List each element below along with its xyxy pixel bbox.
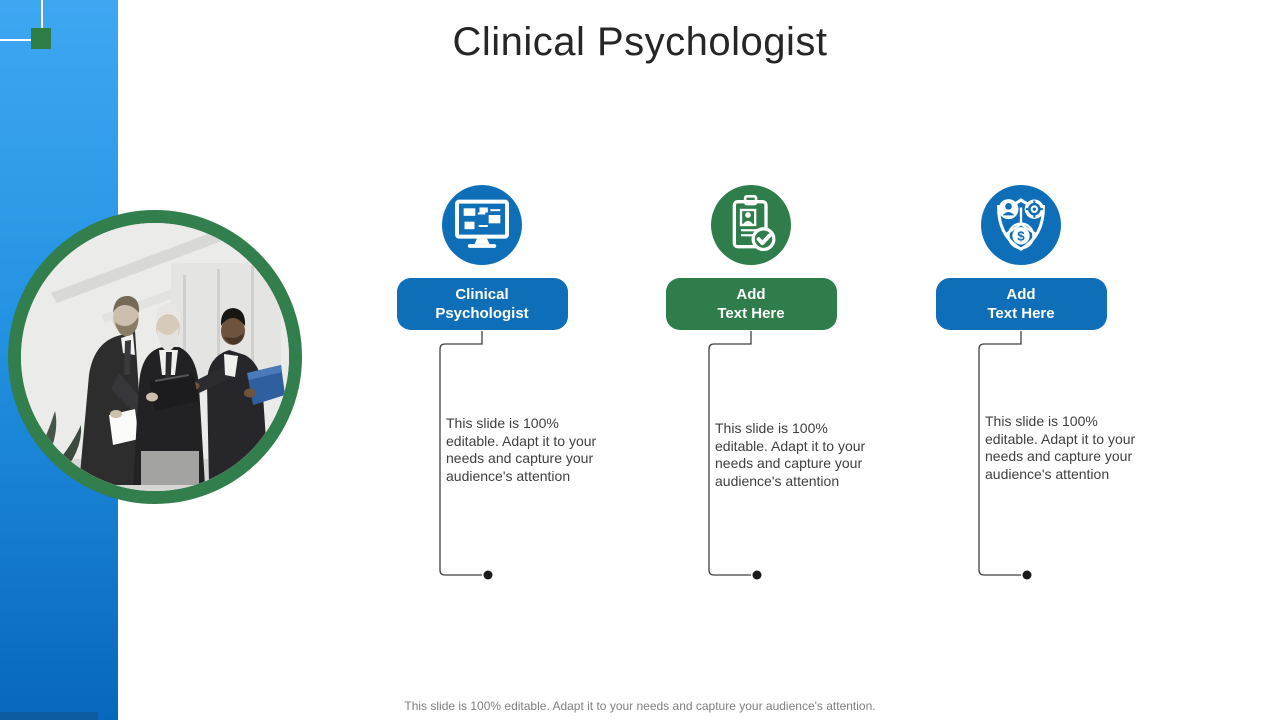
crosshair-line-vertical	[41, 0, 43, 30]
svg-text:$: $	[1017, 229, 1025, 244]
button-label-line1: Add	[1006, 286, 1036, 303]
crosshair-line-horizontal	[0, 39, 32, 41]
connector-bracket	[978, 331, 1032, 580]
column-add-text-2: $ Add Text Here This slide is 100% edita…	[911, 185, 1135, 605]
connector-bracket	[439, 331, 493, 580]
button-label-line2: Psychologist	[435, 305, 529, 322]
id-badge-check-icon	[711, 185, 791, 265]
column-description: This slide is 100% editable. Adapt it to…	[446, 415, 597, 484]
button-label-line1: Add	[736, 286, 766, 303]
businessmen-clipboard-photo	[21, 223, 289, 491]
connector-bracket	[708, 331, 762, 580]
slide-footer-note: This slide is 100% editable. Adapt it to…	[404, 699, 876, 713]
slide-title: Clinical Psychologist	[452, 20, 828, 64]
green-square-marker	[31, 28, 51, 49]
sidebar-bottom-strip	[0, 712, 98, 720]
button-label-line1: Clinical	[455, 286, 509, 303]
team-photo-circle	[8, 210, 302, 504]
column-description: This slide is 100% editable. Adapt it to…	[985, 413, 1136, 482]
column-add-text-1: Add Text Here This slide is 100% editabl…	[641, 185, 865, 605]
column-description: This slide is 100% editable. Adapt it to…	[715, 420, 866, 489]
monitor-dashboard-icon	[442, 185, 522, 265]
column-clinical-psychologist: Clinical Psychologist This slide is 100%…	[372, 185, 596, 605]
button-label-line2: Text Here	[717, 305, 785, 322]
add-text-here-button[interactable]: Add Text Here	[665, 278, 837, 330]
add-text-here-button[interactable]: Add Text Here	[935, 278, 1107, 330]
shield-person-target-dollar-icon: $	[981, 185, 1061, 265]
button-label-line2: Text Here	[987, 305, 1055, 322]
clinical-psychologist-button[interactable]: Clinical Psychologist	[396, 278, 568, 330]
